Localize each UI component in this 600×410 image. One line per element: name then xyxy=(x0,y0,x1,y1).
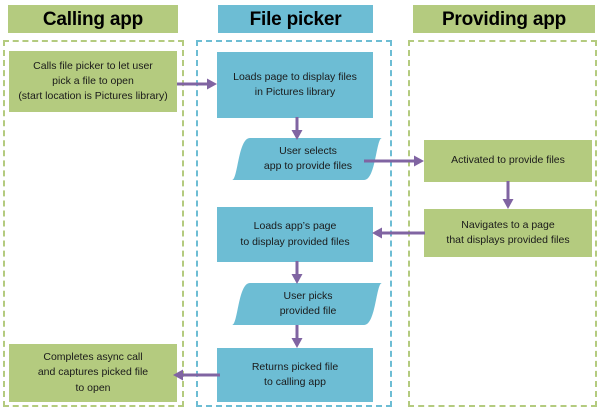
node-completes-async-call-line3: to open xyxy=(75,381,111,394)
arrow-returns-to-completes-async-call xyxy=(172,368,222,382)
node-returns-picked-file-line2: to calling app xyxy=(264,376,326,388)
node-loads-apps-page: Loads app’s page to display provided fil… xyxy=(217,207,373,262)
swimlane-header-calling-app: Calling app xyxy=(8,5,178,33)
node-completes-async-call-line1: Completes async call xyxy=(43,351,143,364)
node-calls-file-picker-line3: (start location is Pictures library) xyxy=(18,90,168,103)
node-navigates-to-page-line2: that displays provided files xyxy=(446,234,570,246)
node-user-picks-provided-file-line1: User picks xyxy=(283,289,333,302)
node-user-selects-app-line1: User selects xyxy=(279,144,337,157)
arrow-activated-to-navigates xyxy=(500,181,516,211)
arrow-loads-page-to-user-selects xyxy=(289,117,305,141)
arrow-loads-apps-page-to-user-picks xyxy=(289,261,305,285)
node-user-selects-app: User selects app to provide files xyxy=(232,138,382,180)
node-loads-page: Loads page to display files in Pictures … xyxy=(217,52,373,118)
node-calls-file-picker-line2: pick a file to open xyxy=(52,74,134,87)
node-loads-page-line2: in Pictures library xyxy=(254,86,336,98)
arrow-user-selects-to-activated xyxy=(364,154,426,168)
node-calls-file-picker-line1: Calls file picker to let user xyxy=(33,59,153,72)
node-completes-async-call-line2: and captures picked file xyxy=(37,366,149,379)
node-navigates-to-page-line1: Navigates to a page xyxy=(461,218,555,231)
node-completes-async-call: Completes async call and captures picked… xyxy=(9,344,177,402)
swimlane-header-providing-app: Providing app xyxy=(413,5,595,33)
arrow-navigates-to-loads-apps-page xyxy=(371,226,427,240)
node-navigates-to-page: Navigates to a page that displays provid… xyxy=(424,209,592,257)
node-returns-picked-file: Returns picked file to calling app xyxy=(217,348,373,402)
node-user-picks-provided-file-line2: provided file xyxy=(279,305,337,317)
swimlane-file-picker xyxy=(196,40,392,407)
node-activated-to-provide-files-line1: Activated to provide files xyxy=(451,154,565,167)
swimlane-header-file-picker: File picker xyxy=(218,5,373,33)
node-loads-page-line1: Loads page to display files xyxy=(233,70,357,83)
node-calls-file-picker: Calls file picker to let user pick a fil… xyxy=(9,51,177,112)
node-activated-to-provide-files: Activated to provide files xyxy=(424,140,592,182)
node-returns-picked-file-line1: Returns picked file xyxy=(251,360,339,373)
node-loads-apps-page-line2: to display provided files xyxy=(240,235,350,248)
node-user-selects-app-line2: app to provide files xyxy=(263,160,353,172)
arrow-calling-to-file-picker xyxy=(177,77,219,91)
arrow-user-picks-to-returns-picked-file xyxy=(289,325,305,349)
swimlane-calling-app xyxy=(3,40,184,407)
swimlane-providing-app xyxy=(408,40,597,407)
node-loads-apps-page-line1: Loads app’s page xyxy=(253,220,337,233)
node-user-picks-provided-file: User picks provided file xyxy=(232,283,382,325)
